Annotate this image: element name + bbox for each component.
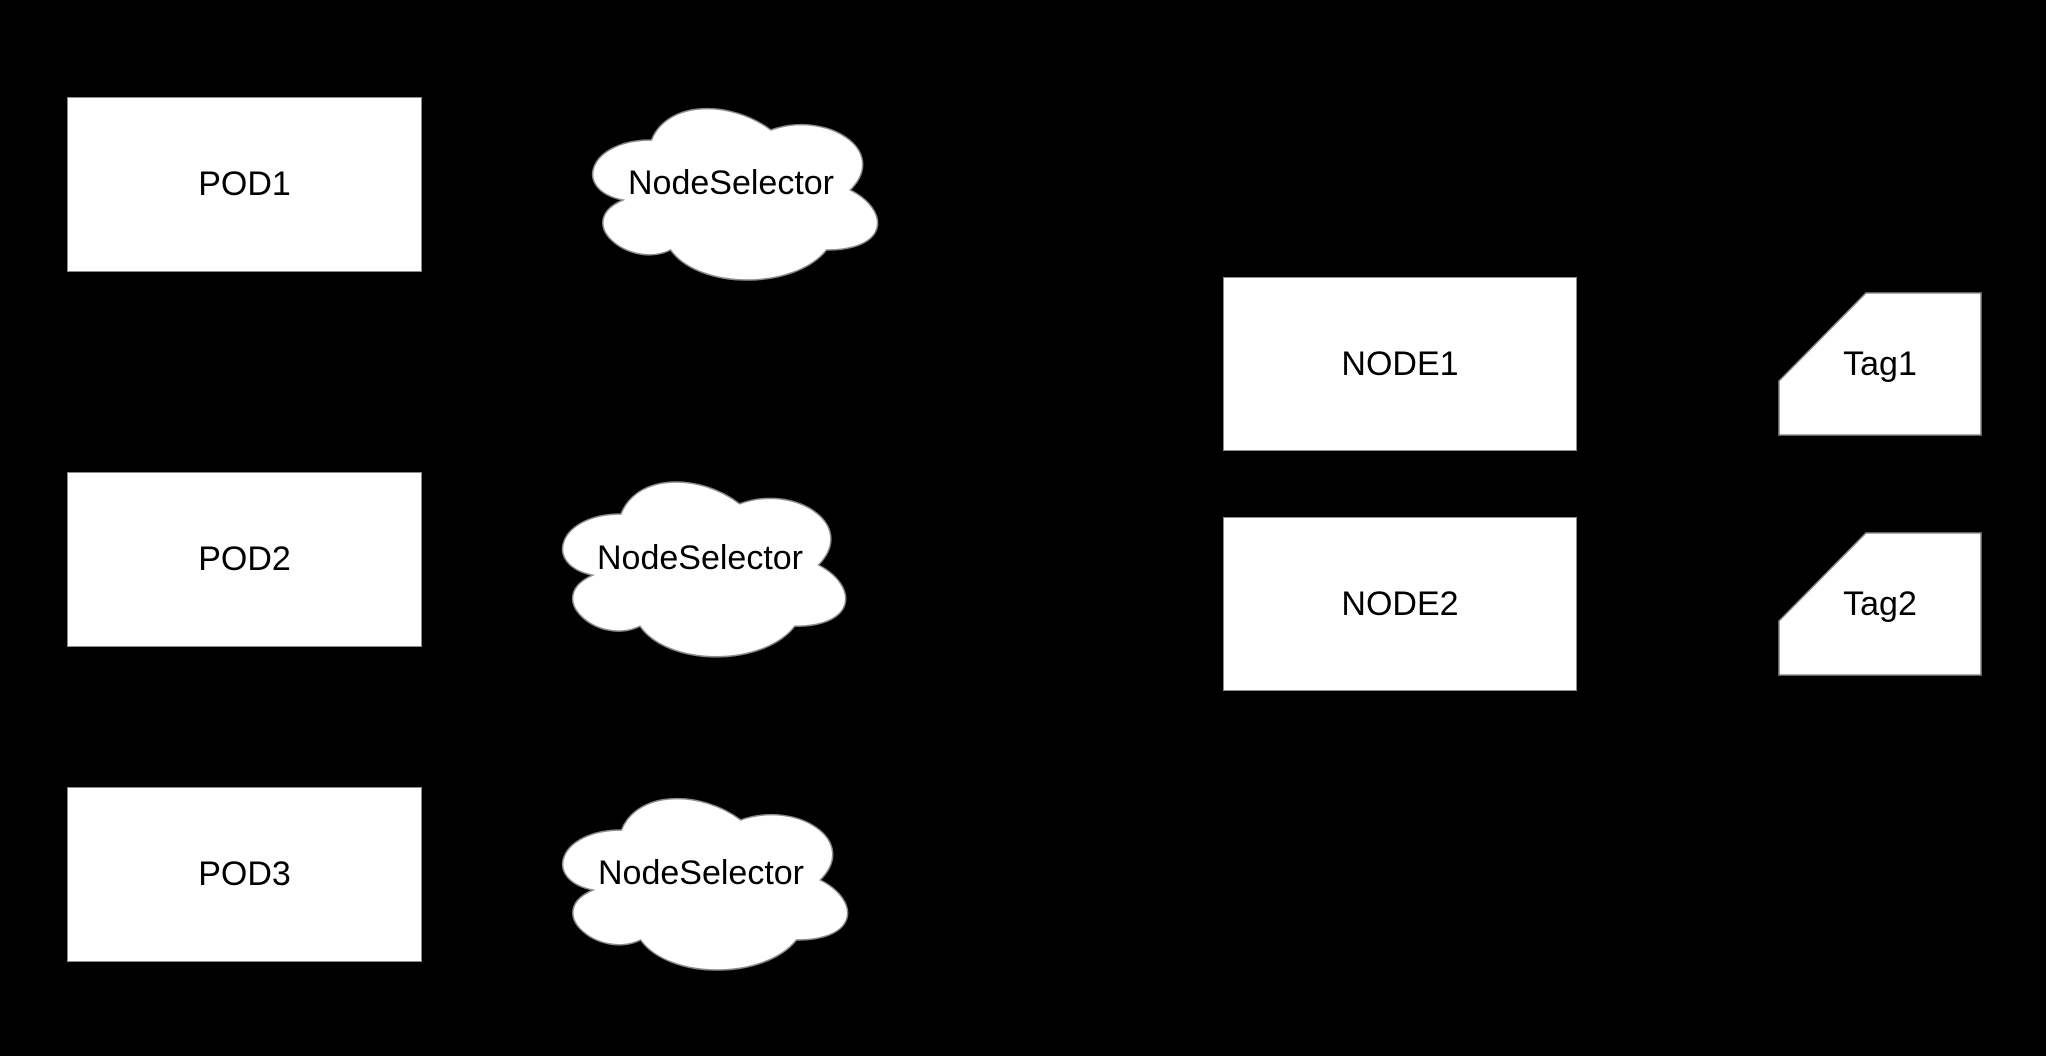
nodeselector3-label: NodeSelector — [597, 853, 804, 892]
pod2-label: POD2 — [198, 540, 291, 579]
pod3-box: POD3 — [67, 787, 422, 962]
node2-label: NODE2 — [1341, 584, 1459, 623]
card-icon — [1778, 292, 1982, 436]
node1-label: NODE1 — [1341, 344, 1459, 383]
tag1-label: Tag1 — [1843, 344, 1917, 383]
node1-box: NODE1 — [1223, 277, 1577, 451]
tag1-card: Tag1 — [1778, 292, 1982, 436]
cloud-icon — [561, 797, 849, 971]
nodeselector2-cloud: NodeSelector — [542, 463, 858, 667]
nodeselector2-label: NodeSelector — [596, 538, 803, 577]
nodeselector3-cloud: NodeSelector — [542, 780, 860, 980]
pod1-box: POD1 — [67, 97, 422, 272]
card-icon — [1778, 532, 1982, 676]
pod2-box: POD2 — [67, 472, 422, 647]
pod1-label: POD1 — [198, 165, 291, 204]
tag2-label: Tag2 — [1843, 584, 1917, 623]
cloud-icon — [561, 481, 847, 658]
node2-box: NODE2 — [1223, 517, 1577, 691]
nodeselector1-cloud: NodeSelector — [572, 90, 890, 290]
cloud-icon — [591, 107, 879, 281]
tag2-card: Tag2 — [1778, 532, 1982, 676]
pod3-label: POD3 — [198, 855, 291, 894]
nodeselector1-label: NodeSelector — [627, 163, 834, 202]
